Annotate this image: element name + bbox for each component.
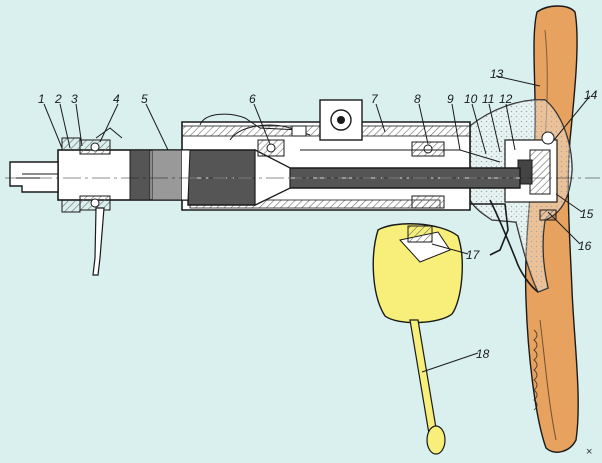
bearing-8 (411, 141, 445, 209)
label-13: 13 (490, 67, 504, 81)
label-6: 6 (249, 92, 256, 106)
lower-shaft (5, 149, 600, 201)
label-7: 7 (371, 92, 379, 106)
label-1: 1 (38, 92, 45, 106)
label-8: 8 (414, 92, 421, 106)
lever-stalk (409, 319, 439, 441)
callout-labels: 1 2 3 4 5 6 7 8 9 10 11 12 13 14 15 16 1… (38, 67, 598, 361)
label-3: 3 (71, 92, 78, 106)
label-14: 14 (584, 88, 598, 102)
watermark-mark: × (586, 446, 592, 458)
label-12: 12 (499, 92, 513, 106)
label-9: 9 (447, 92, 454, 106)
label-15: 15 (580, 207, 594, 221)
label-17: 17 (466, 248, 481, 262)
label-18: 18 (476, 347, 490, 361)
leader-lines (43, 75, 591, 373)
label-5: 5 (141, 92, 148, 106)
left-bearing-assembly (61, 127, 123, 276)
bearing-6 (257, 139, 285, 157)
label-10: 10 (464, 92, 478, 106)
label-2: 2 (54, 92, 62, 106)
label-16: 16 (578, 239, 592, 253)
mount-plate (92, 207, 105, 276)
switch-lever (372, 223, 463, 455)
label-4: 4 (113, 92, 120, 106)
lever-knob (426, 425, 446, 455)
label-11: 11 (482, 92, 494, 106)
